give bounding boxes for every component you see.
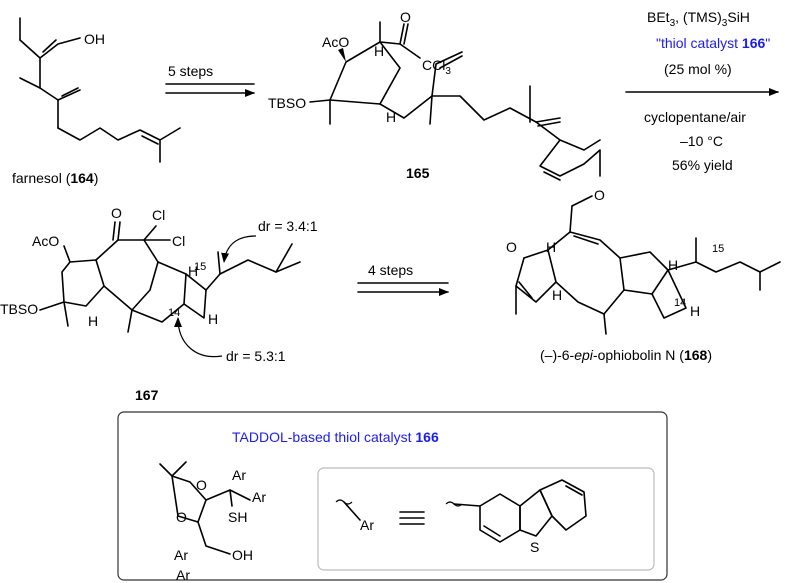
farnesol-label: farnesol (164): [12, 170, 98, 186]
ar-definition: Ar S: [335, 479, 587, 555]
o-label: O: [594, 187, 605, 203]
o-label: O: [400, 9, 411, 25]
ar-label: Ar: [174, 547, 188, 563]
catalyst-loading: (25 mol %): [664, 61, 732, 77]
compound-168-structure: O H H O H H 14 15: [506, 187, 781, 335]
c14-label: 14: [168, 307, 180, 319]
compound-168-label: (–)-6-epi-ophiobolin N (168): [540, 347, 712, 363]
aco-label: AcO: [32, 233, 59, 249]
reagents-line1: BEt3, (TMS)3SiH: [647, 9, 750, 29]
dr15-text: dr = 3.4:1: [258, 218, 318, 234]
farnesol-structure: OH: [19, 17, 181, 163]
o-label: O: [506, 239, 517, 255]
tbso-label: TBSO: [0, 301, 38, 317]
compound-165-structure: AcO H O CCl3 TBSO H: [268, 9, 601, 181]
temperature-text: –10 °C: [680, 133, 723, 149]
cl-label: Cl: [172, 233, 185, 249]
compound-165-label: 165: [406, 165, 430, 181]
yield-text: 56% yield: [672, 157, 733, 173]
h-label: H: [552, 287, 562, 303]
arrow3-label: 4 steps: [368, 262, 413, 278]
h-label: H: [88, 313, 98, 329]
aco-label: AcO: [322, 34, 349, 50]
h-label: H: [668, 257, 678, 273]
oh-label: OH: [232, 547, 253, 563]
ar-label: Ar: [360, 517, 374, 533]
ar-label: Ar: [252, 489, 266, 505]
catalyst-box: [117, 411, 668, 581]
catalyst-line: "thiol catalyst 166": [656, 35, 770, 51]
ar-definition-box: [317, 467, 655, 571]
dr14-arrow: [174, 317, 223, 358]
catalyst-box-title: TADDOL-based thiol catalyst 166: [232, 429, 439, 445]
o-label: O: [176, 509, 187, 525]
h-label: H: [208, 311, 218, 327]
compound-167-structure: AcO TBSO H O Cl Cl H H 15 14: [0, 205, 301, 333]
cl-label: Cl: [152, 207, 165, 223]
solvent-text: cyclopentane/air: [644, 109, 746, 125]
taddol-structure: O O Ar Ar SH Ar Ar OH: [159, 461, 266, 583]
h-label: H: [690, 303, 700, 319]
c15-label: 15: [194, 261, 206, 273]
h-label: H: [386, 109, 396, 125]
dr15-arrow: [221, 235, 257, 263]
c15-label: 15: [712, 243, 724, 255]
tbso-label: TBSO: [268, 95, 306, 111]
oh-label: OH: [84, 31, 105, 47]
s-label: S: [530, 539, 539, 555]
arrow1-label: 5 steps: [168, 63, 213, 79]
ar-label: Ar: [176, 567, 190, 583]
h-label: H: [374, 43, 384, 59]
h-label: H: [188, 263, 198, 279]
sh-label: SH: [228, 509, 247, 525]
ar-label: Ar: [232, 467, 246, 483]
o-label: O: [196, 477, 207, 493]
ccl3-label: CCl3: [422, 57, 451, 77]
o-label: O: [111, 205, 122, 221]
c14-label: 14: [674, 297, 686, 309]
compound-167-label: 167: [135, 387, 159, 403]
dr14-text: dr = 5.3:1: [226, 348, 286, 364]
